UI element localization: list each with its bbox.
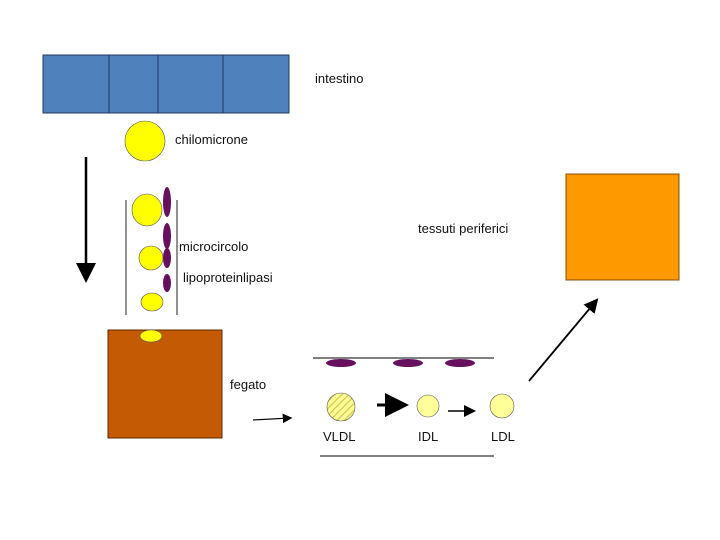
intestine-cell xyxy=(157,54,224,114)
lipoprotein-lipase xyxy=(163,187,171,217)
label-idl: IDL xyxy=(418,429,439,444)
label-lipoproteinlipasi: lipoproteinlipasi xyxy=(183,270,273,285)
label-ldl: LDL xyxy=(491,429,515,444)
remnant-entering-liver xyxy=(139,329,163,343)
liver-output-arrow xyxy=(252,413,293,424)
idl-particle xyxy=(416,394,440,418)
lipoprotein-lipase xyxy=(163,274,171,292)
lipase-enzyme xyxy=(393,359,423,367)
label-fegato: fegato xyxy=(230,377,267,392)
lipoprotein-lipase xyxy=(163,248,171,268)
label-chilomicrone: chilomicrone xyxy=(175,132,248,147)
liver-block xyxy=(107,329,223,439)
lipase-enzyme xyxy=(445,359,475,367)
intestine-cell xyxy=(222,54,290,114)
peripheral-tissue-block xyxy=(565,173,680,281)
intestine-cell xyxy=(42,54,110,114)
ldl-particle xyxy=(489,393,515,419)
chylomicron-remnant xyxy=(140,292,164,312)
label-intestino: intestino xyxy=(315,71,364,86)
ldl-to-tissue-arrow xyxy=(528,298,599,382)
label-tessuti-periferici: tessuti periferici xyxy=(418,221,509,236)
label-microcircolo: microcircolo xyxy=(179,239,249,254)
lipoprotein-lipase xyxy=(163,223,171,249)
chylomicron-remnant xyxy=(138,245,164,271)
chylomicron-remnant xyxy=(131,193,163,227)
lipase-enzyme xyxy=(326,359,356,367)
intestine-cell xyxy=(108,54,159,114)
label-vldl: VLDL xyxy=(323,429,356,444)
chylomicron-particle xyxy=(124,120,166,162)
intestine-cells xyxy=(42,54,290,114)
vldl-particle xyxy=(326,392,356,422)
